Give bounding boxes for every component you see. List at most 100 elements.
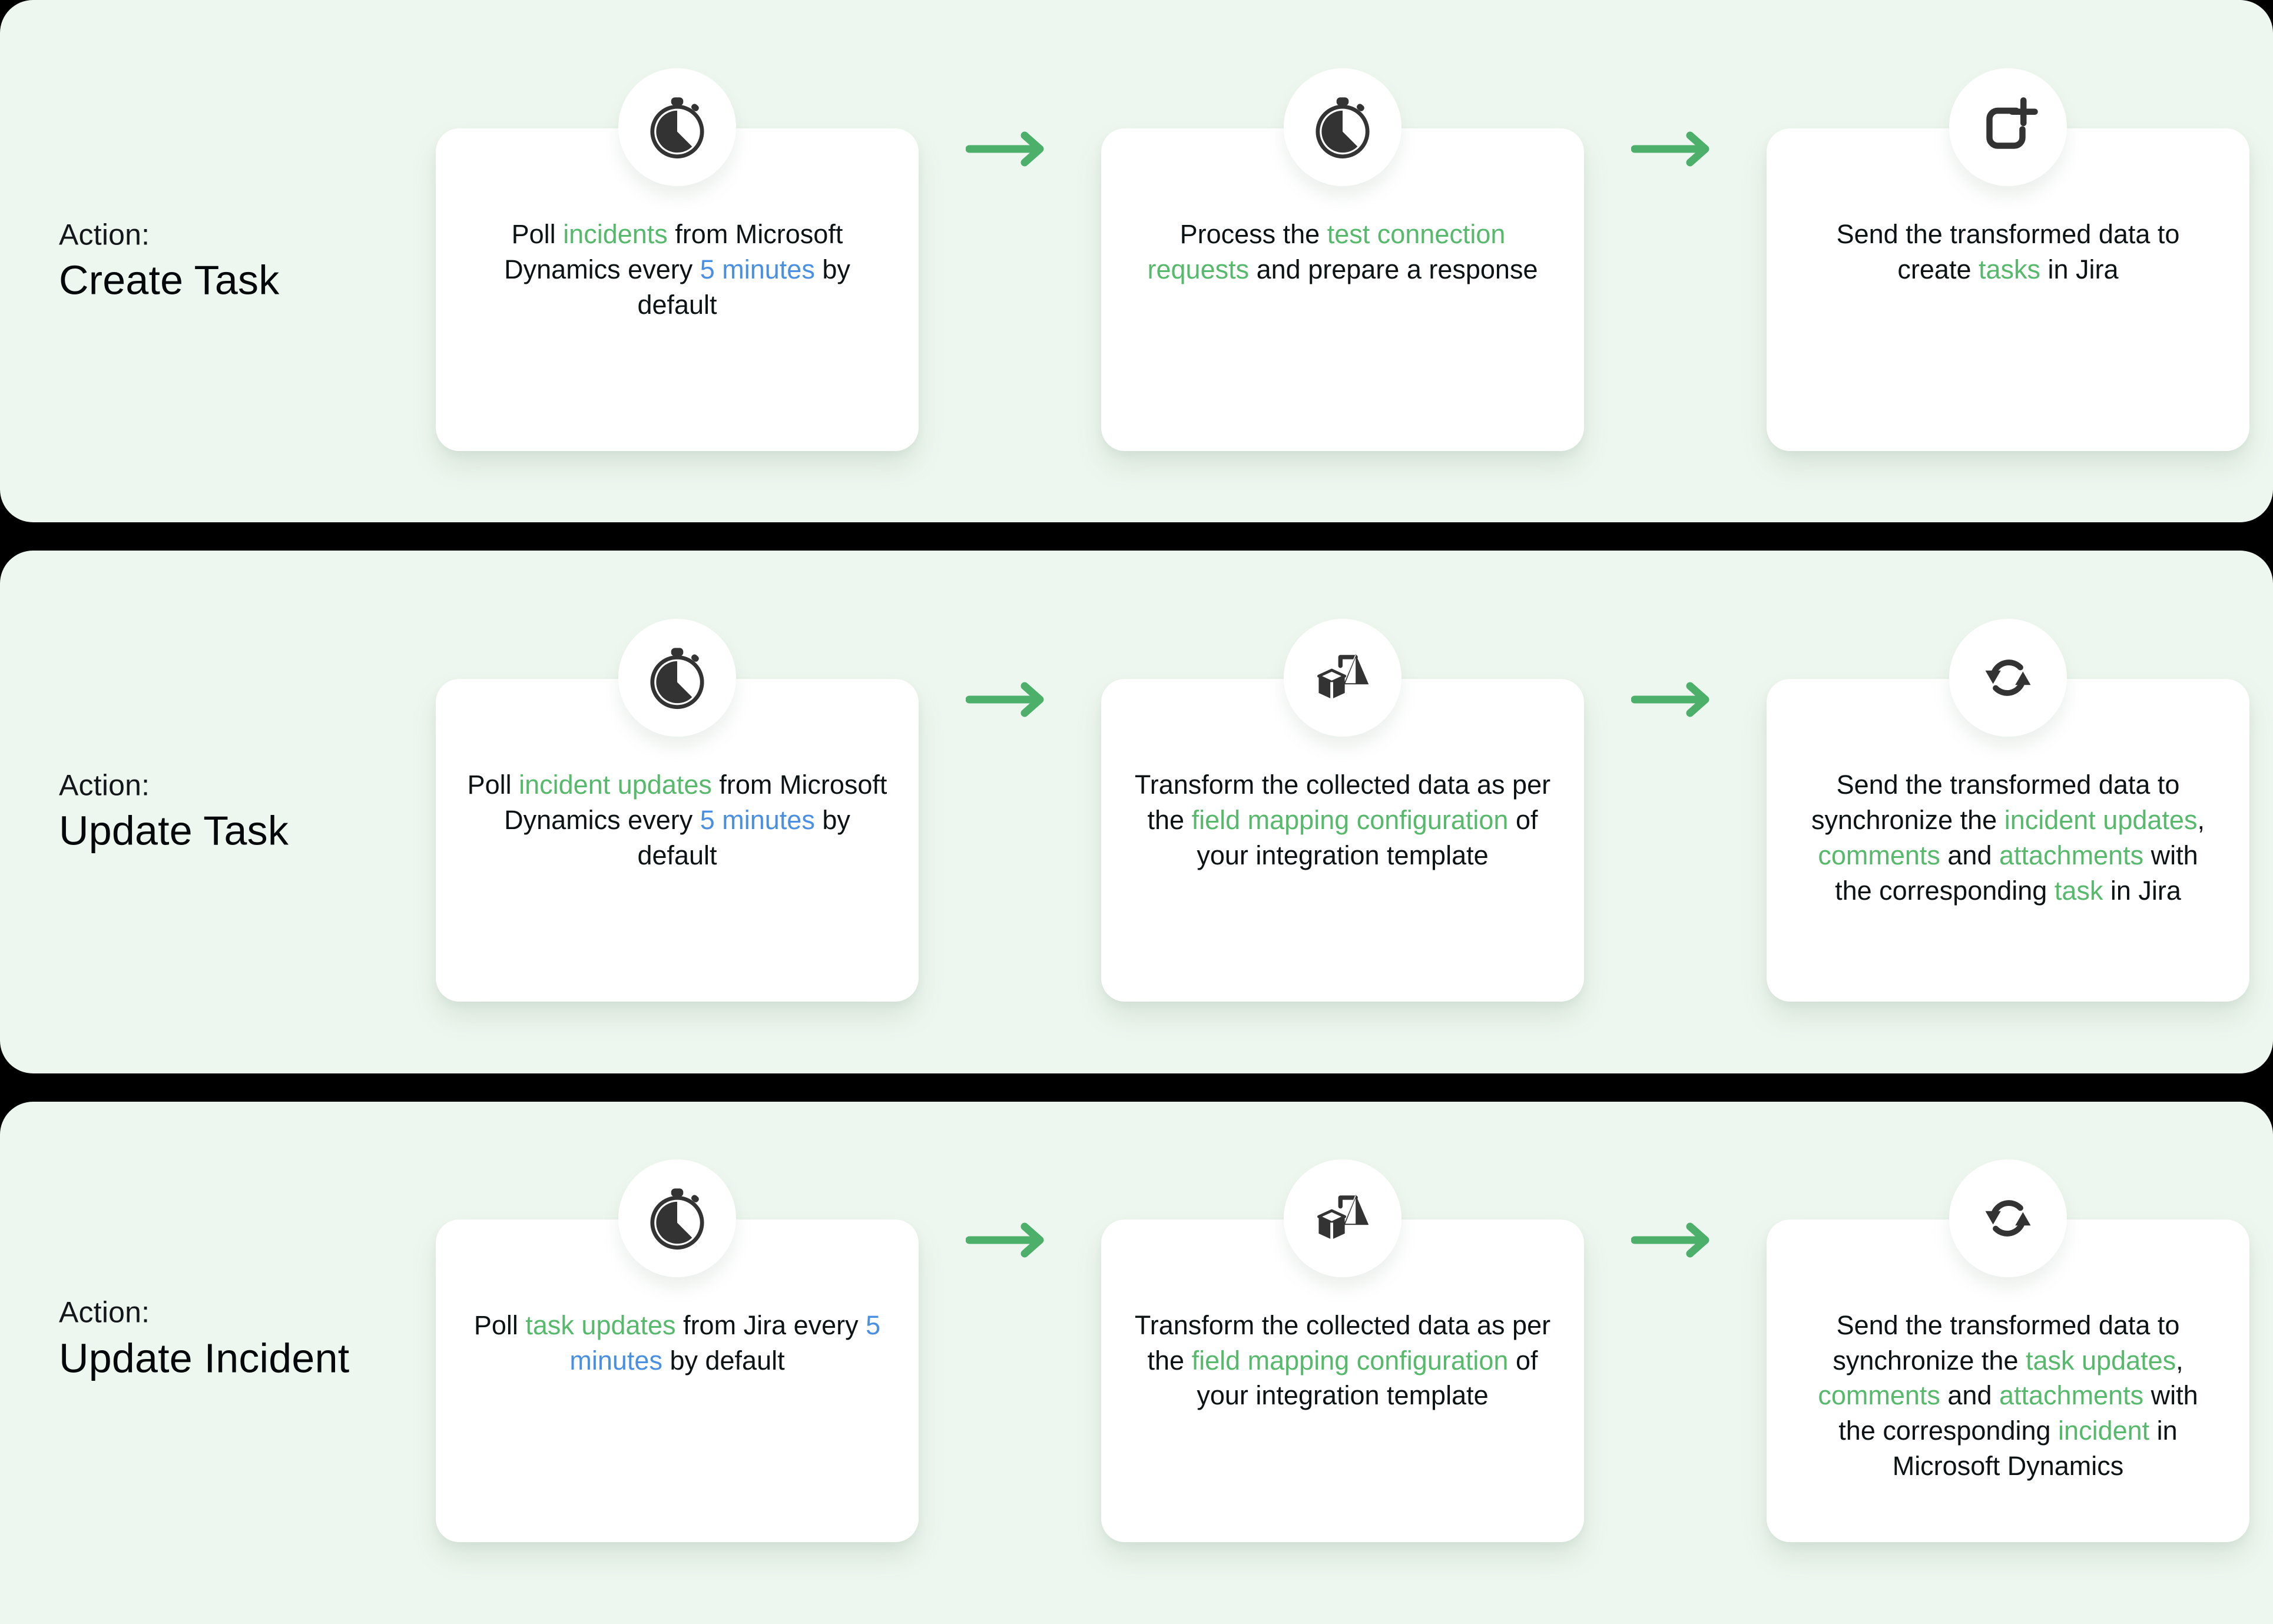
action-name: Update Task xyxy=(59,807,289,854)
step-text: Send the transformed data to synchronize… xyxy=(1797,1308,2219,1484)
action-label-block: Action: Update Task xyxy=(59,768,412,856)
text-segment: , xyxy=(2197,805,2205,836)
step-text: Poll incidents from Microsoft Dynamics e… xyxy=(466,217,888,323)
text-segment: 5 minutes xyxy=(700,805,815,836)
sync-icon xyxy=(1949,619,2067,737)
flow-row-3: Poll task updates from Jira every 5 minu… xyxy=(436,1159,2249,1542)
action-panel-create-task: Action: Create Task xyxy=(0,0,2273,523)
text-segment: field mapping configuration xyxy=(1191,805,1509,836)
text-segment: incident updates xyxy=(519,770,712,800)
text-segment: in Jira xyxy=(2040,254,2119,284)
step-card[interactable]: Poll incident updates from Microsoft Dyn… xyxy=(436,619,919,1002)
text-segment: field mapping configuration xyxy=(1191,1345,1509,1376)
step-text: Process the test connection requests and… xyxy=(1132,217,1553,287)
flow-arrow-icon xyxy=(919,1219,1101,1261)
text-segment: comments xyxy=(1818,840,1940,871)
flow-arrow-icon xyxy=(919,128,1101,170)
text-segment: incidents xyxy=(563,219,668,249)
action-name: Update Incident xyxy=(59,1335,350,1381)
step-card[interactable]: Poll incidents from Microsoft Dynamics e… xyxy=(436,68,919,451)
flow-step: Send the transformed data to create task… xyxy=(1767,68,2249,451)
step-card[interactable]: Poll task updates from Jira every 5 minu… xyxy=(436,1159,919,1542)
step-text: Send the transformed data to create task… xyxy=(1797,217,2219,287)
text-segment: 5 minutes xyxy=(569,1310,881,1376)
text-segment: attachments xyxy=(1999,1380,2144,1411)
text-segment: Send the transformed data to synchronize… xyxy=(1833,1310,2180,1376)
step-text: Transform the collected data as per the … xyxy=(1132,767,1553,873)
text-segment: of your integration template xyxy=(1197,805,1538,871)
text-segment: by default xyxy=(662,1345,785,1376)
text-segment: task updates xyxy=(2026,1345,2176,1376)
text-segment: incident updates xyxy=(2004,805,2198,836)
text-segment: Transform the collected data as per the xyxy=(1134,1310,1551,1376)
text-segment: by default xyxy=(637,254,850,320)
action-label-block: Action: Create Task xyxy=(59,218,412,305)
text-segment: and xyxy=(1940,840,1999,871)
flow-arrow-icon xyxy=(1584,1219,1767,1261)
step-card[interactable]: Send the transformed data to synchronize… xyxy=(1767,619,2249,1002)
flow-arrow-icon xyxy=(1584,128,1767,170)
stopwatch-icon xyxy=(1284,68,1401,186)
text-segment: from Microsoft Dynamics every xyxy=(504,219,843,284)
text-segment: in Microsoft Dynamics xyxy=(1892,1416,2178,1482)
text-segment: with the corresponding xyxy=(1838,1380,2198,1446)
text-segment: Poll xyxy=(473,1310,526,1340)
flow-arrow-icon xyxy=(919,679,1101,720)
flow-step: Send the transformed data to synchronize… xyxy=(1767,619,2249,1002)
flow-step: Send the transformed data to synchronize… xyxy=(1767,1159,2249,1542)
text-segment: in Jira xyxy=(2103,875,2181,906)
step-card[interactable]: Transform the collected data as per the … xyxy=(1101,1159,1584,1542)
flow-step: Poll task updates from Jira every 5 minu… xyxy=(436,1159,919,1542)
sync-icon xyxy=(1949,1159,2067,1277)
text-segment: comments xyxy=(1818,1380,1940,1411)
text-segment: incident xyxy=(2058,1416,2150,1446)
text-segment: test connection requests xyxy=(1147,219,1506,284)
action-panel-update-task: Action: Update Task xyxy=(0,551,2273,1073)
text-segment: of your integration template xyxy=(1197,1345,1538,1411)
text-segment: attachments xyxy=(1999,840,2144,871)
action-name: Create Task xyxy=(59,257,280,303)
text-segment: and prepare a response xyxy=(1249,254,1538,284)
flow-step: Process the test connection requests and… xyxy=(1101,68,1584,451)
text-segment: tasks xyxy=(1979,254,2041,284)
action-kicker: Action: xyxy=(59,1295,150,1329)
transform-icon xyxy=(1284,1159,1401,1277)
text-segment: task xyxy=(2054,875,2103,906)
text-segment: Send the transformed data to create xyxy=(1836,219,2180,284)
text-segment: , xyxy=(2176,1345,2183,1376)
text-segment: task updates xyxy=(525,1310,676,1340)
step-card[interactable]: Send the transformed data to create task… xyxy=(1767,68,2249,451)
text-segment: Send the transformed data to synchronize… xyxy=(1811,770,2180,836)
flow-step: Poll incident updates from Microsoft Dyn… xyxy=(436,619,919,1002)
step-text: Send the transformed data to synchronize… xyxy=(1797,767,2219,908)
text-segment: Poll xyxy=(467,770,519,800)
text-segment: 5 minutes xyxy=(700,254,815,284)
transform-icon xyxy=(1284,619,1401,737)
step-text: Transform the collected data as per the … xyxy=(1132,1308,1553,1414)
text-segment: Process the xyxy=(1179,219,1327,249)
text-segment: and xyxy=(1940,1380,1999,1411)
text-segment: Transform the collected data as per the xyxy=(1134,770,1551,836)
text-segment: from Jira every xyxy=(675,1310,866,1340)
text-segment: from Microsoft Dynamics every xyxy=(504,770,887,836)
action-label-block: Action: Update Incident xyxy=(59,1296,412,1383)
text-segment: by default xyxy=(637,805,850,871)
stopwatch-icon xyxy=(618,1159,736,1277)
stopwatch-icon xyxy=(618,68,736,186)
step-text: Poll task updates from Jira every 5 minu… xyxy=(466,1308,888,1378)
flow-step: Transform the collected data as per the … xyxy=(1101,619,1584,1002)
action-kicker: Action: xyxy=(59,217,150,251)
create-task-icon xyxy=(1949,68,2067,186)
step-card[interactable]: Send the transformed data to synchronize… xyxy=(1767,1159,2249,1542)
step-card[interactable]: Process the test connection requests and… xyxy=(1101,68,1584,451)
flow-arrow-icon xyxy=(1584,679,1767,720)
step-card[interactable]: Transform the collected data as per the … xyxy=(1101,619,1584,1002)
text-segment: with the corresponding xyxy=(1835,840,2198,906)
action-kicker: Action: xyxy=(59,768,150,802)
stopwatch-icon xyxy=(618,619,736,737)
step-text: Poll incident updates from Microsoft Dyn… xyxy=(466,767,888,873)
flow-row-2: Poll incident updates from Microsoft Dyn… xyxy=(436,619,2249,1002)
flow-step: Poll incidents from Microsoft Dynamics e… xyxy=(436,68,919,451)
flow-row-1: Poll incidents from Microsoft Dynamics e… xyxy=(436,68,2249,451)
